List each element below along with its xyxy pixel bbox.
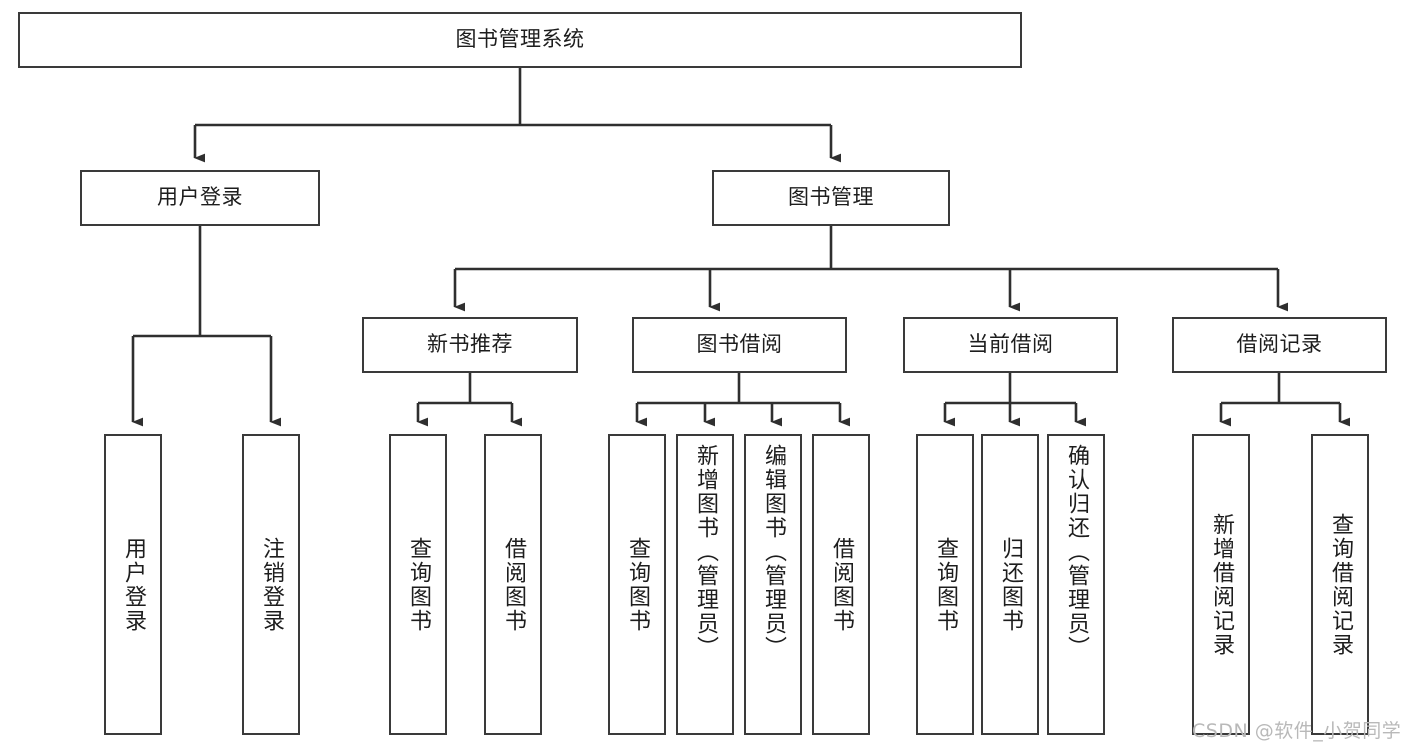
node-book-borrow-label: 图书借阅 bbox=[696, 332, 783, 357]
leaf-borrow-book-1[interactable]: 借阅图书 bbox=[484, 434, 542, 735]
node-book-management-label: 图书管理 bbox=[788, 185, 874, 210]
leaf-query-book-1[interactable]: 查询图书 bbox=[389, 434, 447, 735]
leaf-user-login[interactable]: 用户登录 bbox=[104, 434, 162, 735]
node-root-label: 图书管理系统 bbox=[455, 27, 585, 52]
leaf-logout-login-label: 注销登录 bbox=[258, 536, 284, 633]
leaf-return-book[interactable]: 归还图书 bbox=[981, 434, 1039, 735]
leaf-query-borrow-record-label: 查询借阅记录 bbox=[1327, 512, 1353, 657]
leaf-edit-book-admin-label: 编辑图书（管理员） bbox=[760, 444, 786, 660]
node-borrow-record[interactable]: 借阅记录 bbox=[1172, 317, 1387, 373]
node-new-book-recommend[interactable]: 新书推荐 bbox=[362, 317, 578, 373]
node-book-management[interactable]: 图书管理 bbox=[712, 170, 950, 226]
leaf-confirm-return-admin-label: 确认归还（管理员） bbox=[1063, 444, 1089, 660]
leaf-add-book-admin-label: 新增图书（管理员） bbox=[692, 444, 718, 660]
node-new-book-recommend-label: 新书推荐 bbox=[427, 332, 513, 357]
leaf-add-book-admin[interactable]: 新增图书（管理员） bbox=[676, 434, 734, 735]
leaf-logout-login[interactable]: 注销登录 bbox=[242, 434, 300, 735]
node-user-login-label: 用户登录 bbox=[157, 185, 243, 210]
leaf-borrow-book-2-label: 借阅图书 bbox=[828, 536, 854, 633]
leaf-query-book-3-label: 查询图书 bbox=[932, 536, 958, 633]
leaf-user-login-label: 用户登录 bbox=[120, 536, 146, 633]
csdn-watermark: CSDN @软件_小贺同学 bbox=[1192, 720, 1402, 742]
leaf-query-borrow-record[interactable]: 查询借阅记录 bbox=[1311, 434, 1369, 735]
leaf-query-book-2-label: 查询图书 bbox=[624, 536, 650, 633]
leaf-borrow-book-2[interactable]: 借阅图书 bbox=[812, 434, 870, 735]
leaf-query-book-2[interactable]: 查询图书 bbox=[608, 434, 666, 735]
leaf-confirm-return-admin[interactable]: 确认归还（管理员） bbox=[1047, 434, 1105, 735]
node-user-login[interactable]: 用户登录 bbox=[80, 170, 320, 226]
leaf-borrow-book-1-label: 借阅图书 bbox=[500, 536, 526, 633]
node-book-borrow[interactable]: 图书借阅 bbox=[632, 317, 847, 373]
leaf-add-borrow-record-label: 新增借阅记录 bbox=[1208, 512, 1234, 657]
node-root[interactable]: 图书管理系统 bbox=[18, 12, 1022, 68]
node-borrow-record-label: 借阅记录 bbox=[1236, 332, 1323, 357]
leaf-add-borrow-record[interactable]: 新增借阅记录 bbox=[1192, 434, 1250, 735]
leaf-return-book-label: 归还图书 bbox=[997, 536, 1023, 633]
leaf-query-book-1-label: 查询图书 bbox=[405, 536, 431, 633]
node-current-borrow-label: 当前借阅 bbox=[967, 332, 1054, 357]
leaf-query-book-3[interactable]: 查询图书 bbox=[916, 434, 974, 735]
leaf-edit-book-admin[interactable]: 编辑图书（管理员） bbox=[744, 434, 802, 735]
node-current-borrow[interactable]: 当前借阅 bbox=[903, 317, 1118, 373]
